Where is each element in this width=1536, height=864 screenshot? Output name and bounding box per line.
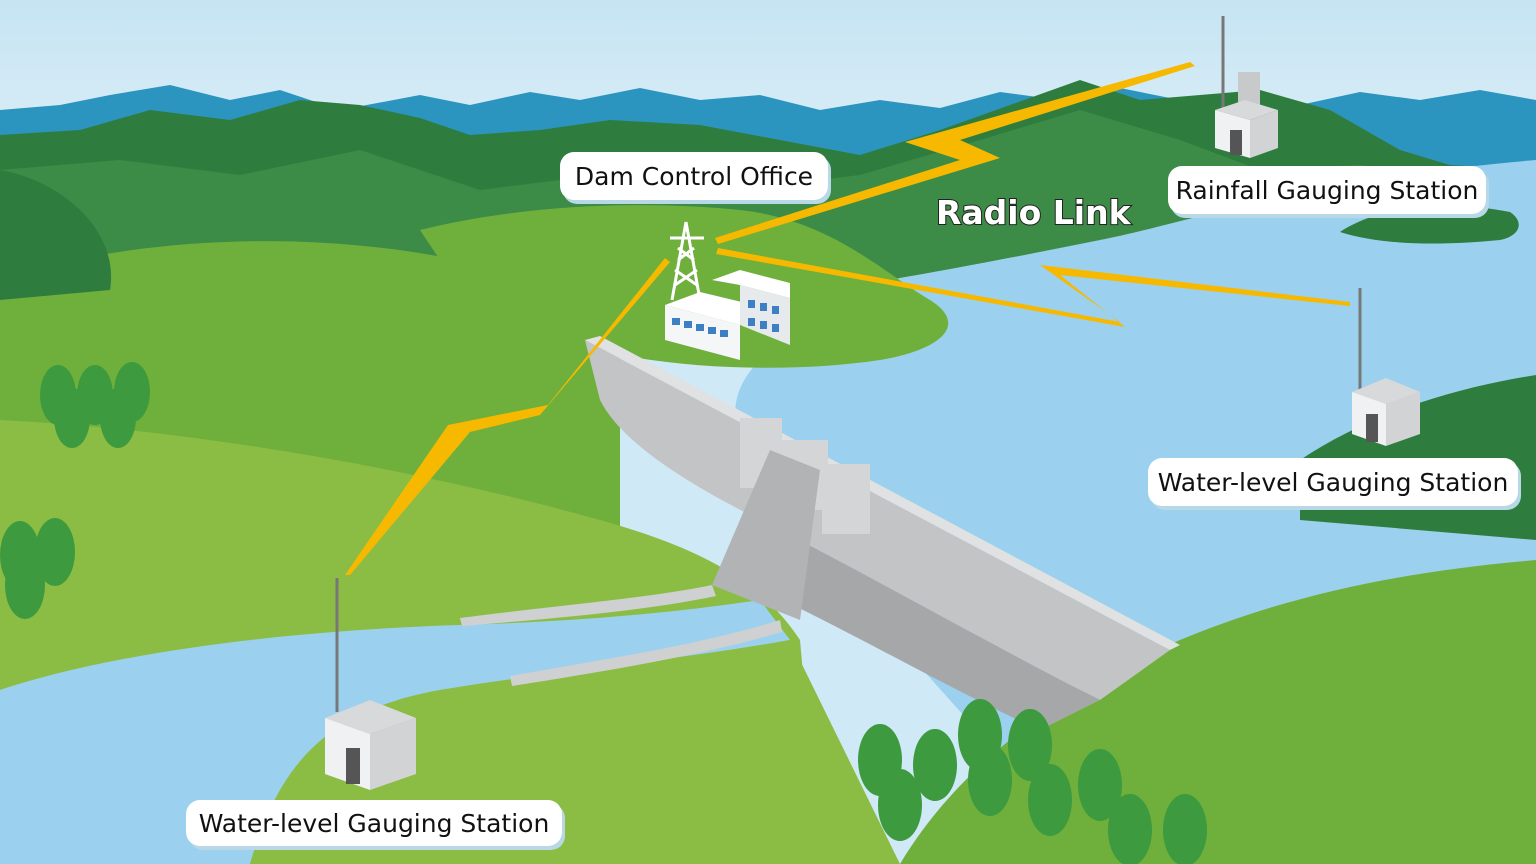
bolt-to-left-water-station [345,258,670,575]
office-radio-tower [670,221,704,301]
dam-control-office-label: Dam Control Office [560,152,828,200]
office-tower-top [712,270,790,298]
radio-link-label: Radio Link [935,192,1132,233]
tree-cluster-left-bottom [0,518,75,619]
rainfall-station-label: Rainfall Gauging Station [1168,166,1486,214]
dam-base [740,520,1100,730]
dam-face [585,340,1170,700]
dam-crest [585,336,1180,650]
office-peninsula [420,205,949,368]
left-hut-roof [325,700,416,734]
tree-cluster-bottom-right [858,699,1207,864]
spillway-wall-left [460,585,716,626]
dam-spillway [712,450,820,620]
left-water-station-hut [325,578,416,790]
left-hut-door [346,748,360,784]
right-hut-door [1366,414,1378,442]
dam [460,336,1180,730]
rainfall-gauge-cylinder [1238,72,1260,108]
left-water-level-station-label: Water-level Gauging Station [186,800,562,846]
dam-pier-3 [822,464,870,534]
right-island [1340,205,1519,244]
right-water-level-station-label: Water-level Gauging Station [1148,458,1518,506]
rainfall-hut-door [1230,130,1242,155]
radio-link-bolts [345,62,1350,575]
rainfall-hut-side [1250,110,1278,158]
bolt-to-right-water-station [716,248,1350,327]
rainfall-hut-roof [1215,100,1278,120]
right-hut-roof [1352,378,1420,404]
left-hut-side [370,718,416,790]
tree-cluster-left-top [40,362,150,448]
office-windows [672,300,779,337]
office-main-block-front [665,305,740,360]
dam-control-office-building [665,221,790,360]
right-water-station-hut [1352,288,1420,446]
rainfall-station-hut [1215,16,1278,158]
spillway-wall-right [510,620,782,686]
right-hut-side [1386,392,1420,446]
left-hill-dark [0,170,112,300]
bolt-to-rainfall-station [715,62,1195,244]
